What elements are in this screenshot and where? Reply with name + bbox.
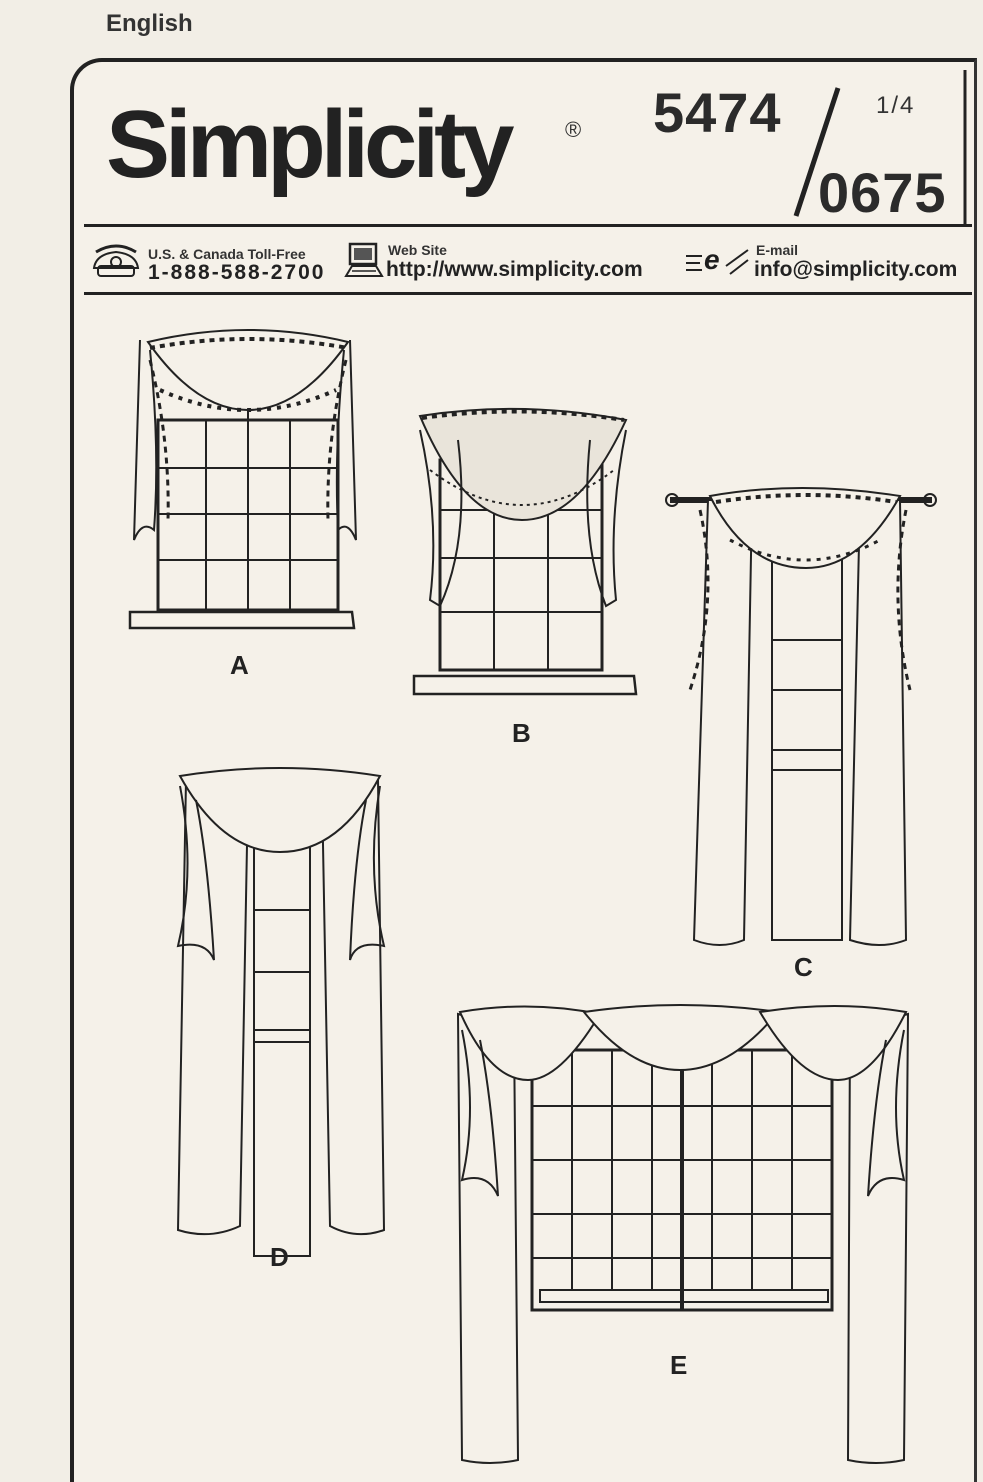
- telephone-icon: [92, 244, 140, 277]
- view-c-label: C: [794, 952, 813, 982]
- view-b-label: B: [512, 718, 531, 748]
- view-b-illustration: [412, 407, 638, 696]
- view-e-illustration: [456, 1004, 910, 1464]
- page-indicator: 1/4: [876, 92, 916, 119]
- email-label: E-mail: [756, 242, 799, 258]
- phone-number: 1-888-588-2700: [148, 261, 326, 284]
- header-rule-top: [84, 224, 972, 227]
- web-url[interactable]: http://www.simplicity.com: [386, 258, 643, 281]
- brand-logo: Simplicity: [106, 91, 514, 198]
- number-divider: [793, 70, 967, 226]
- computer-icon: [344, 242, 384, 277]
- alt-pattern-number: 0675: [818, 161, 947, 224]
- phone-label: U.S. & Canada Toll-Free: [148, 246, 306, 262]
- email-icon-letter: e: [704, 244, 720, 275]
- email-icon: e: [686, 244, 750, 280]
- view-e-label: E: [670, 1350, 688, 1380]
- header-rule-bottom: [84, 292, 972, 295]
- web-label: Web Site: [388, 242, 447, 258]
- language-label: English: [106, 10, 193, 37]
- view-a-label: A: [230, 650, 249, 680]
- view-d-label: D: [270, 1242, 289, 1272]
- view-a-illustration: [128, 329, 357, 630]
- view-c-illustration: [665, 487, 937, 946]
- view-d-illustration: [176, 767, 386, 1257]
- pattern-number: 5474: [653, 81, 782, 144]
- registered-mark: ®: [565, 117, 582, 142]
- email-address[interactable]: info@simplicity.com: [754, 258, 958, 281]
